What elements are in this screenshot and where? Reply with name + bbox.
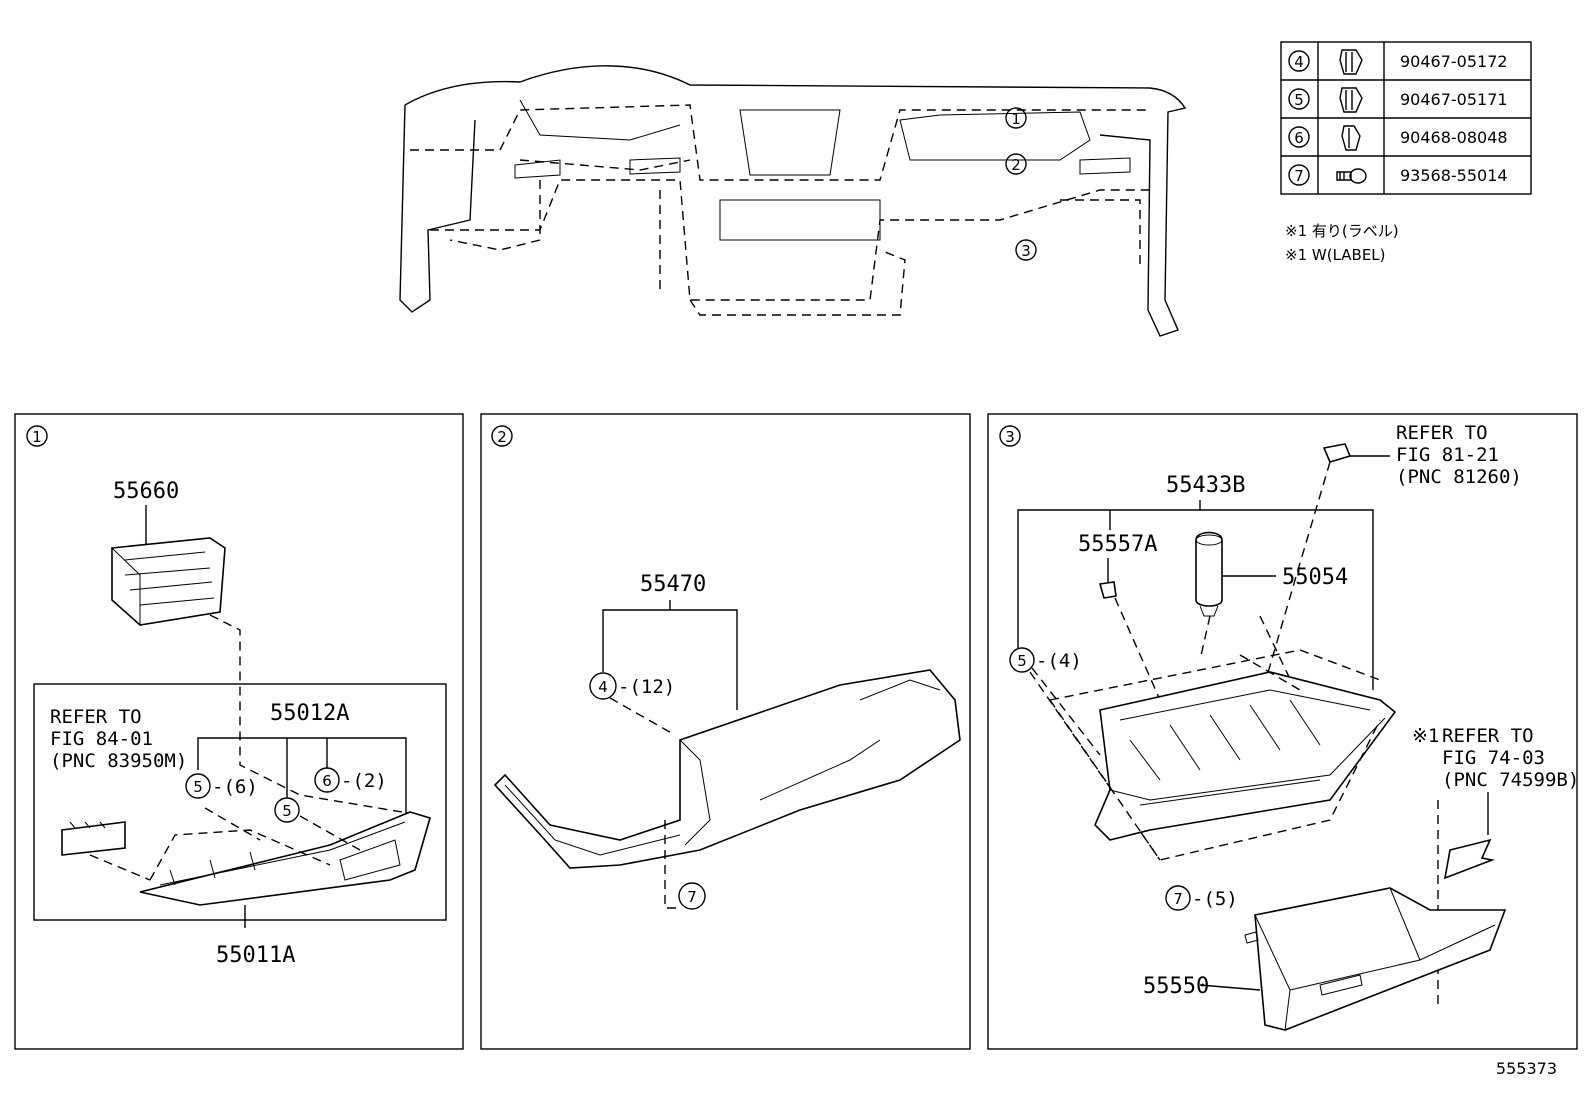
callout-6-qty2: 6 -(2) (314, 767, 387, 793)
part-number-55660: 55660 (113, 479, 179, 504)
subassembly-frame-55012A (33, 683, 447, 921)
callout-5-qty6: 5 -(6) (185, 773, 258, 799)
svg-text:5: 5 (282, 802, 292, 820)
detail-panel-3: 3 (987, 413, 1578, 1050)
clip-icon (1339, 49, 1363, 75)
callout-7: 7 (678, 882, 706, 910)
fastener-row: 6 90468-08048 (1288, 125, 1508, 151)
svg-text:2: 2 (497, 428, 507, 446)
svg-text:7: 7 (1173, 890, 1183, 908)
fastener-row: 4 90467-05172 (1288, 49, 1508, 75)
svg-text:1: 1 (1011, 110, 1021, 128)
refer-pnc-line: (PNC 81260) (1396, 466, 1522, 488)
fastener-table (1280, 41, 1532, 195)
part-number-55012A: 55012A (270, 701, 349, 726)
screw-icon (1336, 168, 1367, 184)
refer-fig-line: FIG 81-21 (1396, 444, 1499, 466)
svg-text:-(12): -(12) (618, 676, 675, 698)
callout-4-qty12: 4 -(12) (589, 672, 675, 700)
refer-label-prefix: ※1 (1412, 725, 1439, 747)
svg-text:93568-55014: 93568-55014 (1400, 166, 1508, 185)
detail-panel-2: 2 (480, 413, 971, 1050)
svg-text:90467-05171: 90467-05171 (1400, 90, 1508, 109)
fastener-row: 5 90467-05171 (1288, 87, 1508, 113)
svg-text:1: 1 (32, 428, 42, 446)
svg-text:3: 3 (1005, 428, 1015, 446)
svg-text:-(2): -(2) (341, 770, 387, 792)
overview-callout-1: 1 (1005, 107, 1027, 129)
svg-text:5: 5 (1017, 652, 1027, 670)
refer-to-line: REFER TO (1442, 725, 1534, 747)
svg-text:7: 7 (1294, 167, 1304, 185)
svg-text:3: 3 (1021, 242, 1031, 260)
refer-to-line: REFER TO (1396, 422, 1488, 444)
svg-text:6: 6 (1294, 129, 1304, 147)
refer-fig-line: FIG 84-01 (50, 728, 153, 750)
part-number-55550: 55550 (1143, 974, 1209, 999)
svg-text:7: 7 (687, 888, 697, 906)
svg-text:-(5): -(5) (1192, 888, 1238, 910)
clip-icon (1339, 87, 1363, 113)
bezel-55011A (139, 811, 431, 906)
clip-icon (1341, 125, 1361, 151)
glove-box-housing-55433B (1094, 671, 1397, 841)
note-label-jp: ※1 有り(ラベル) (1285, 222, 1399, 240)
glove-box-door-55550 (1244, 887, 1507, 1031)
svg-text:5: 5 (1294, 91, 1304, 109)
dashboard-frame-illustration (399, 65, 1187, 337)
part-number-55054: 55054 (1282, 565, 1348, 590)
note-label-en: ※1 W(LABEL) (1285, 246, 1386, 264)
svg-text:-(6): -(6) (212, 776, 258, 798)
svg-text:90467-05172: 90467-05172 (1400, 52, 1508, 71)
svg-text:90468-08048: 90468-08048 (1400, 128, 1508, 147)
lamp-55054 (1195, 531, 1223, 617)
switch-connector-icon (61, 821, 126, 856)
svg-text:4: 4 (1294, 53, 1304, 71)
svg-text:-(4): -(4) (1036, 650, 1082, 672)
overview-callout-2: 2 (1005, 153, 1027, 175)
part-number-55433B: 55433B (1166, 473, 1245, 498)
switch-assembly-55660 (111, 537, 226, 627)
part-number-55011A: 55011A (216, 943, 295, 968)
fastener-row: 7 93568-55014 (1288, 164, 1508, 186)
callout-5: 5 (274, 797, 300, 823)
svg-text:4: 4 (598, 678, 608, 696)
label-74599B-icon (1443, 838, 1495, 880)
lower-panel-55470 (493, 669, 961, 869)
refer-pnc-line: (PNC 74599B) (1442, 769, 1579, 791)
refer-pnc-line: (PNC 83950M) (50, 750, 187, 772)
callout-7-qty5: 7 -(5) (1165, 885, 1238, 911)
svg-text:6: 6 (322, 772, 332, 790)
svg-text:5: 5 (193, 778, 203, 796)
callout-5-qty4: 5 -(4) (1009, 647, 1082, 673)
overview-callout-3: 3 (1015, 239, 1037, 261)
part-number-55470: 55470 (640, 572, 706, 597)
connector-81260-icon (1322, 443, 1352, 463)
refer-fig-line: FIG 74-03 (1442, 747, 1545, 769)
part-number-55557A: 55557A (1078, 532, 1157, 557)
detail-panel-1: 1 (14, 413, 464, 1050)
svg-text:2: 2 (1011, 156, 1021, 174)
illustration-id: 555373 (1496, 1059, 1557, 1078)
refer-to-line: REFER TO (50, 706, 142, 728)
clip-55557A-icon (1098, 581, 1117, 599)
